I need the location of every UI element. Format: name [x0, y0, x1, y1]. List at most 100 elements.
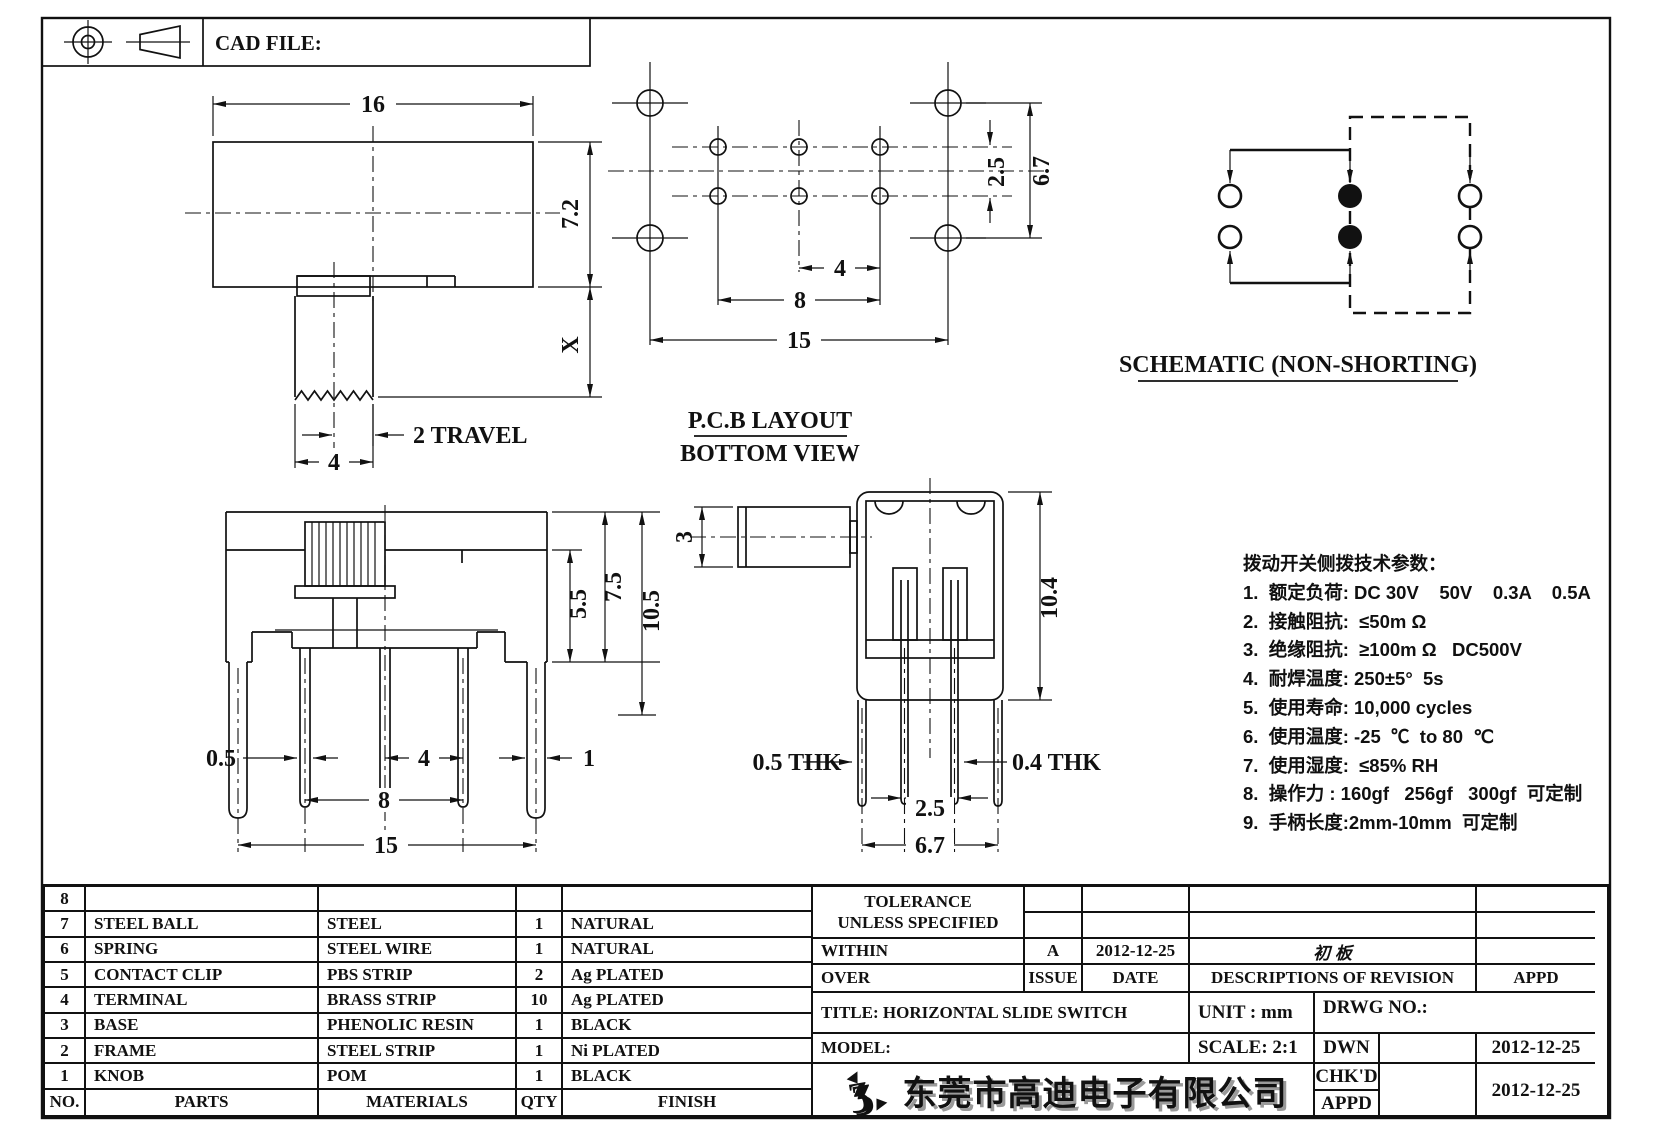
dim-fv-span: 8	[378, 788, 390, 814]
part-no: 2	[45, 1039, 86, 1065]
tech-param-item: 6. 使用温度: -25 ℃ to 80 ℃	[1243, 725, 1495, 747]
company-name: 东莞市高迪电子有限公司	[902, 1075, 1288, 1113]
revision-cell-empty	[1477, 913, 1595, 939]
part-material: BRASS STRIP	[319, 988, 517, 1014]
part-no: 5	[45, 963, 86, 989]
part-qty: 2	[517, 963, 563, 989]
revision-description-header: DESCRIPTIONS OF REVISION	[1190, 965, 1477, 993]
company-cell: ʒ ʒ 东莞市高迪电子有限公司	[813, 1064, 1315, 1117]
part-name: BASE	[86, 1013, 319, 1039]
part-name: KNOB	[86, 1064, 319, 1090]
part-qty: 1	[517, 1064, 563, 1090]
part-qty: 10	[517, 988, 563, 1014]
part-material: STEEL WIRE	[319, 937, 517, 963]
revision-appd-value	[1477, 939, 1595, 965]
dim-sv-height: 10.4	[1037, 577, 1063, 619]
appd-label: APPD	[1315, 1091, 1380, 1117]
part-name: STEEL BALL	[86, 912, 319, 938]
dim-knob-width: 4	[328, 450, 340, 476]
part-name: SPRING	[86, 937, 319, 963]
tech-param-item: 2. 接触阻抗: ≤50m Ω	[1243, 610, 1427, 632]
revision-date-value: 2012-12-25	[1083, 939, 1190, 965]
chkd-label: CHK'D	[1315, 1064, 1380, 1091]
tech-params: 拨动开关侧拨技术参数： 1. 额定负荷: DC 30V 50V 0.3A 0.5…	[1243, 550, 1603, 838]
part-name	[86, 887, 319, 913]
cad-file-label: CAD FILE:	[215, 31, 322, 55]
dim-fv-leg: 1	[583, 746, 595, 772]
view-pcb-layout: 2.5 6.7 4 8 15 P.C.B LAYOUT BOTTOM VIEW	[608, 62, 1055, 467]
part-finish: NATURAL	[563, 912, 813, 938]
part-no: 1	[45, 1064, 86, 1090]
schematic-label: SCHEMATIC (NON-SHORTING)	[1119, 352, 1477, 378]
part-finish: Ni PLATED	[563, 1039, 813, 1065]
dim-fv-pin-thk: 0.5	[206, 746, 236, 772]
part-no: 7	[45, 912, 86, 938]
tech-param-item: 4. 耐焊温度: 250±5° 5s	[1243, 668, 1444, 690]
dim-knob-length: X	[558, 336, 584, 354]
scale-field: SCALE: 2:1	[1190, 1034, 1315, 1064]
dim-body-width: 16	[361, 92, 385, 118]
col-header-no: NO.	[45, 1089, 86, 1115]
part-finish: NATURAL	[563, 937, 813, 963]
unit-field: UNIT : mm	[1190, 993, 1315, 1034]
third-angle-projection-icon	[64, 20, 190, 64]
dim-pcb-pin-span: 8	[794, 288, 806, 314]
part-no: 3	[45, 1013, 86, 1039]
dim-sv-pitch: 2.5	[915, 796, 945, 822]
revision-issue-value: A	[1025, 939, 1083, 965]
view-side: 3 10.4 0.5 THK 0.4 THK 2.5	[672, 478, 1101, 859]
parts-table: 8 7 STEEL BALL STEEL 1 NATURAL 6 SPRING …	[45, 887, 813, 1115]
revision-cell-empty	[1083, 887, 1190, 913]
part-no: 6	[45, 937, 86, 963]
col-header-finish: FINISH	[563, 1089, 813, 1115]
dim-travel: 2 TRAVEL	[413, 423, 528, 449]
dim-fv-slot: 5.5	[566, 589, 592, 619]
pcb-layout-label: P.C.B LAYOUT	[688, 408, 852, 434]
col-header-parts: PARTS	[86, 1089, 319, 1115]
tech-param-item: 1. 额定负荷: DC 30V 50V 0.3A 0.5A	[1243, 581, 1591, 603]
part-finish	[563, 887, 813, 913]
model-field: MODEL:	[813, 1034, 1190, 1064]
dim-pcb-pin-pitch: 4	[834, 256, 846, 282]
dwn-date: 2012-12-25	[1477, 1034, 1595, 1064]
tech-param-item: 5. 使用寿命: 10,000 cycles	[1243, 696, 1473, 718]
part-qty: 1	[517, 912, 563, 938]
dim-fv-body: 7.5	[601, 572, 627, 602]
part-qty: 1	[517, 937, 563, 963]
tech-param-item: 8. 操作力 : 160gf 256gf 300gf 可定制	[1243, 783, 1583, 805]
part-material: PHENOLIC RESIN	[319, 1013, 517, 1039]
part-qty	[517, 887, 563, 913]
tolerance-within: WITHIN	[813, 939, 1025, 965]
revision-and-title-area: TOLERANCE UNLESS SPECIFIED WITHIN A 2012…	[813, 887, 1607, 1117]
dim-fv-total: 10.5	[639, 590, 665, 632]
part-no: 8	[45, 887, 86, 913]
schematic-diagram: SCHEMATIC (NON-SHORTING)	[1119, 115, 1483, 382]
part-name: TERMINAL	[86, 988, 319, 1014]
revision-issue-header: ISSUE	[1025, 965, 1083, 993]
bottom-view-label: BOTTOM VIEW	[680, 441, 860, 467]
dwn-label: DWN	[1315, 1034, 1380, 1064]
dim-sv-knob: 3	[672, 531, 698, 543]
part-qty: 1	[517, 1013, 563, 1039]
col-header-qty: QTY	[517, 1089, 563, 1115]
revision-description-value: 初 板	[1190, 939, 1477, 965]
revision-appd-header: APPD	[1477, 965, 1595, 993]
part-material: STEEL STRIP	[319, 1039, 517, 1065]
part-finish: BLACK	[563, 1013, 813, 1039]
dim-fv-pitch: 4	[418, 746, 430, 772]
part-name: CONTACT CLIP	[86, 963, 319, 989]
tech-param-item: 9. 手柄长度:2mm-10mm 可定制	[1243, 812, 1518, 834]
revision-cell-empty	[1190, 887, 1477, 913]
tech-param-item: 7. 使用湿度: ≤85% RH	[1243, 754, 1439, 776]
dim-sv-thk-left: 0.5 THK	[753, 750, 842, 776]
dim-fv-mount: 15	[374, 833, 398, 859]
tolerance-note: TOLERANCE UNLESS SPECIFIED	[813, 887, 1025, 939]
part-finish: Ag PLATED	[563, 988, 813, 1014]
revision-cell-empty	[1025, 913, 1083, 939]
dim-sv-thk-right: 0.4 THK	[1012, 750, 1101, 776]
dim-pcb-row-pitch: 2.5	[984, 157, 1010, 187]
tech-params-title: 拨动开关侧拨技术参数：	[1243, 553, 1447, 574]
part-material	[319, 887, 517, 913]
dim-pcb-height: 6.7	[1029, 156, 1055, 186]
